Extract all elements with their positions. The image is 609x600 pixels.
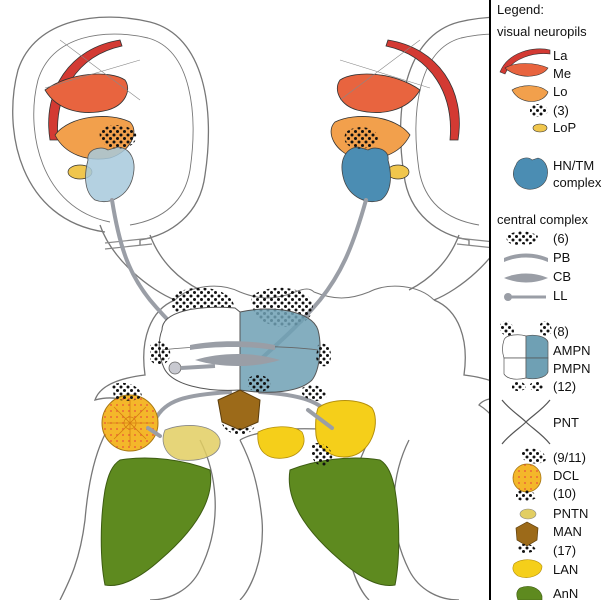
lower-neuropils	[100, 382, 400, 587]
man-cell-bodies	[222, 424, 256, 435]
legend-label-12: (12)	[553, 379, 576, 394]
legend-cell-bodies-17-swatch	[518, 543, 536, 553]
legend-cell-bodies-8-swatch	[500, 321, 552, 336]
left-dcl-cell-bodies	[112, 382, 142, 401]
legend-label-pnt: PNT	[553, 415, 579, 430]
protocerebral-bridge	[190, 341, 275, 350]
legend-heading-visual: visual neuropils	[497, 24, 587, 39]
stalk-cut-marks	[104, 237, 505, 250]
right-projection-line-1	[339, 59, 431, 89]
legend-label-cb: CB	[553, 269, 571, 284]
legend-label-lo: Lo	[553, 84, 567, 99]
left-optic-stalk	[99, 224, 201, 301]
legend-pb-swatch	[504, 253, 548, 262]
right-hn-tm-complex	[341, 146, 391, 202]
legend-cell-bodies-12-swatch	[512, 381, 544, 391]
legend-pmpn-swatch	[525, 334, 549, 359]
right-lamina	[385, 39, 460, 141]
cell-bodies-8-right	[316, 343, 332, 367]
legend-label-la: La	[553, 48, 568, 63]
legend-background	[491, 0, 609, 600]
legend-lamina-swatch	[499, 48, 551, 75]
left-pnt-branch	[146, 426, 162, 438]
central-brain-top	[174, 285, 435, 301]
left-visual-neuropils	[44, 39, 141, 202]
legend-pntn-swatch	[519, 508, 537, 520]
left-projection-line-1	[44, 59, 141, 89]
legend-lan-swatch	[512, 559, 543, 578]
central-complex	[150, 287, 332, 393]
right-lan	[315, 400, 376, 458]
legend-pnt-swatch	[501, 399, 551, 445]
left-antennal-nerve	[100, 457, 212, 587]
legend-cell-bodies-6-swatch	[506, 231, 538, 245]
legend-medulla-swatch	[504, 63, 549, 77]
left-dcl-rays	[107, 400, 153, 446]
left-optic-lobe-outline	[12, 16, 210, 245]
legend-dcl-swatch	[512, 463, 542, 493]
legend-label-ann: AnN	[553, 586, 578, 600]
legend-heading-central: central complex	[497, 212, 589, 227]
right-visual-neuropils	[330, 39, 460, 202]
right-projection-line-2	[339, 39, 421, 101]
legend-label-hn-tm-2: complex	[553, 175, 602, 190]
legend-label-ampn: AMPN	[553, 343, 591, 358]
legend-label-dcl: DCL	[553, 468, 579, 483]
legend-cell-bodies-3-swatch	[530, 104, 548, 117]
left-pnt-tract	[153, 390, 232, 422]
legend-label-pb: PB	[553, 250, 570, 265]
right-pnt-branch	[306, 408, 334, 430]
right-cell-bodies-3	[344, 127, 378, 149]
legend-label-6: (6)	[553, 231, 569, 246]
legend-label-10: (10)	[553, 486, 576, 501]
legend-title: Legend:	[497, 2, 544, 17]
legend-label-3: (3)	[553, 103, 569, 118]
lateral-lobe-left	[168, 361, 182, 375]
left-projection-line-2	[59, 39, 141, 101]
legend-hn-tm-swatch	[513, 157, 548, 190]
legend-label-pmpn: PMPN	[553, 361, 591, 376]
legend-label-pntn: PNTN	[553, 506, 588, 521]
legend-cell-bodies-10-swatch	[516, 490, 536, 501]
left-medulla	[44, 73, 129, 113]
legend: Legend: visual neuropils La Me Lo (3) Lo…	[489, 0, 609, 600]
legend-ampn-swatch-lower	[503, 357, 527, 380]
right-cell-bodies-17	[302, 385, 327, 401]
legend-ampn-swatch	[502, 334, 527, 359]
man	[217, 389, 261, 431]
cell-bodies-8-left	[150, 341, 171, 365]
legend-cell-bodies-9-11-swatch	[522, 448, 546, 464]
central-body	[195, 354, 280, 366]
legend-label-ll: LL	[553, 288, 567, 303]
right-medulla	[336, 73, 421, 113]
legend-lobula-swatch	[511, 85, 549, 102]
left-pntn	[162, 425, 221, 461]
left-lan	[257, 426, 305, 459]
legend-man-swatch	[515, 521, 539, 547]
lateral-lobe-stalk	[180, 364, 216, 370]
legend-ann-swatch	[516, 586, 543, 600]
legend-label-17: (17)	[553, 543, 576, 558]
left-lower-outline	[149, 439, 216, 600]
legend-pmpn-swatch-lower	[525, 357, 549, 380]
cell-bodies-12-right	[248, 375, 271, 392]
legend-lobula-plate-swatch	[532, 123, 548, 133]
left-optic-lobe-inner	[33, 33, 194, 226]
left-hn-tm-complex	[85, 146, 135, 202]
legend-cb-swatch	[504, 273, 548, 283]
legend-label-lop: LoP	[553, 120, 576, 135]
right-antennal-nerve	[288, 457, 400, 587]
legend-label-hn-tm: HN/TM	[553, 158, 594, 173]
right-lan-cell-bodies	[312, 442, 333, 466]
legend-label-9-11: (9/11)	[553, 450, 586, 465]
legend-label-lan: LAN	[553, 562, 578, 577]
left-cell-bodies-3	[99, 125, 137, 149]
legend-label-man: MAN	[553, 524, 582, 539]
right-lower-outline	[393, 439, 460, 600]
legend-label-me: Me	[553, 66, 571, 81]
legend-label-8: (8)	[553, 324, 569, 339]
